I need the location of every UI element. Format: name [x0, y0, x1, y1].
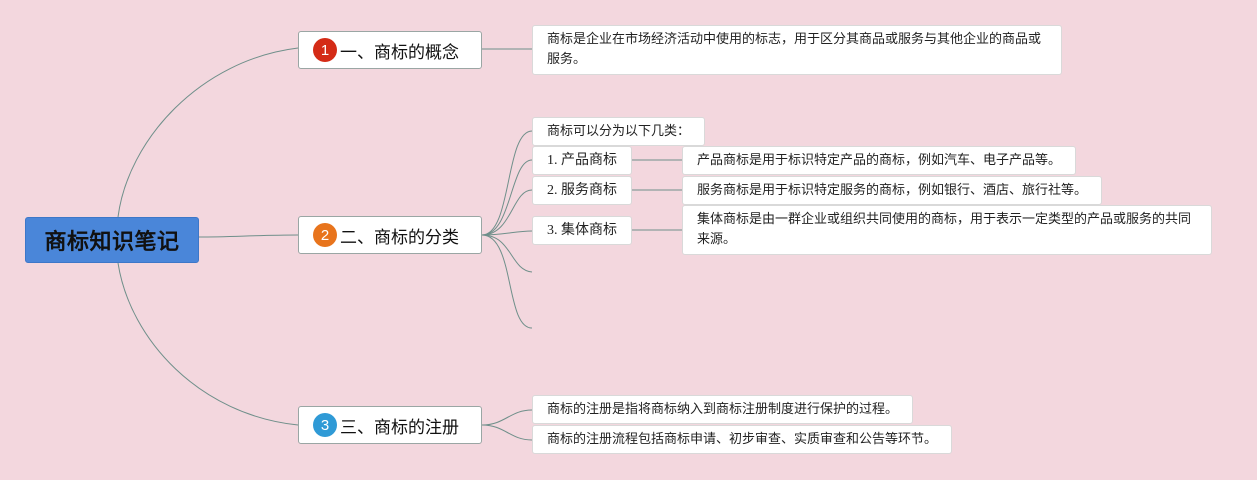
- connector-root-branch-3: [117, 262, 299, 426]
- registration-process[interactable]: 商标的注册流程包括商标申请、初步审查、实质审查和公告等环节。: [532, 425, 953, 454]
- connector-branch-3-leaf-1: [481, 409, 533, 426]
- connector-branch-2-cat-3: [481, 230, 533, 236]
- connector-root-branch-2: [198, 234, 299, 238]
- connector-branch-2-cat-2: [481, 189, 533, 236]
- number-badge-icon: 1: [313, 38, 337, 62]
- branch-label: 三、商标的注册: [340, 417, 459, 438]
- connector-branch-2-cat-1: [481, 159, 533, 236]
- number-badge-icon: 3: [313, 413, 337, 437]
- branch-classification[interactable]: 2 二、商标的分类: [298, 216, 482, 254]
- classification-intro[interactable]: 商标可以分为以下几类：: [532, 117, 706, 146]
- number-badge-icon: 2: [313, 223, 337, 247]
- root-topic[interactable]: 商标知识笔记: [25, 217, 199, 263]
- concept-definition[interactable]: 商标是企业在市场经济活动中使用的标志，用于区分其商品或服务与其他企业的商品或服务…: [532, 25, 1062, 75]
- branch-label: 一、商标的概念: [340, 42, 459, 63]
- category-collective[interactable]: 3. 集体商标: [532, 216, 632, 245]
- connector-branch-2-empty-2: [481, 234, 533, 329]
- connector-branch-2-intro: [481, 130, 533, 236]
- connector-branch-2-empty-1: [481, 234, 533, 273]
- branch-concept[interactable]: 1 一、商标的概念: [298, 31, 482, 69]
- category-collective-desc[interactable]: 集体商标是由一群企业或组织共同使用的商标，用于表示一定类型的产品或服务的共同来源…: [682, 205, 1212, 255]
- connector-root-branch-1: [117, 47, 299, 218]
- branch-registration[interactable]: 3 三、商标的注册: [298, 406, 482, 444]
- category-service[interactable]: 2. 服务商标: [532, 176, 632, 205]
- category-product-desc[interactable]: 产品商标是用于标识特定产品的商标，例如汽车、电子产品等。: [682, 146, 1077, 175]
- branch-label: 二、商标的分类: [340, 227, 459, 248]
- connector-branch-3-leaf-2: [481, 424, 533, 441]
- category-product[interactable]: 1. 产品商标: [532, 146, 632, 175]
- registration-definition[interactable]: 商标的注册是指将商标纳入到商标注册制度进行保护的过程。: [532, 395, 914, 424]
- category-service-desc[interactable]: 服务商标是用于标识特定服务的商标，例如银行、酒店、旅行社等。: [682, 176, 1103, 205]
